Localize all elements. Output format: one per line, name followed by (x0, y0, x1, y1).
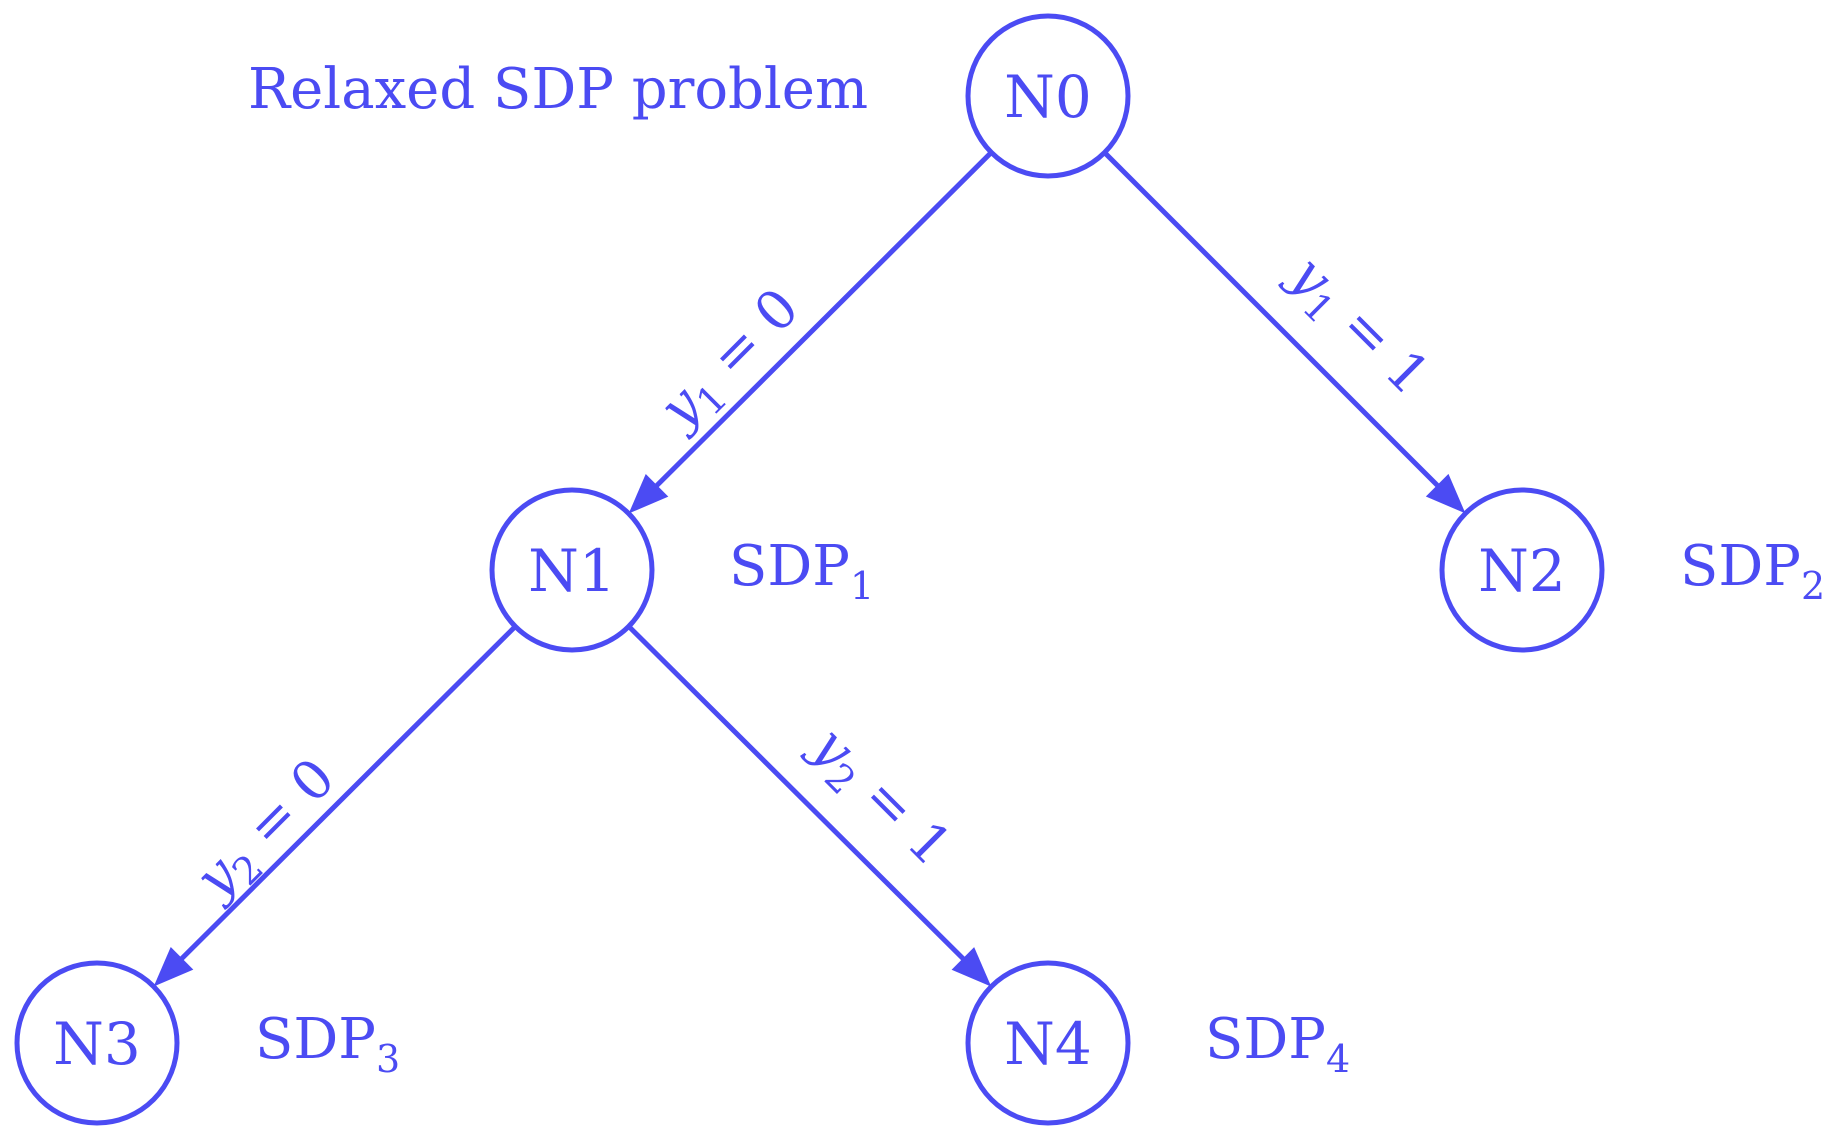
node-n3: N3 (14, 960, 180, 1126)
node-n4: N4 (965, 960, 1131, 1126)
node-n0-circle (965, 13, 1131, 179)
problem-label-n3: SDP3 (255, 1007, 400, 1081)
node-n2: N2 (1439, 487, 1605, 653)
problem-label-n2: SDP2 (1680, 534, 1825, 608)
edge-n0-n1 (652, 150, 994, 490)
node-n3-label: N3 (53, 1010, 141, 1078)
node-n4-circle (965, 960, 1131, 1126)
node-n1-label: N1 (528, 537, 616, 605)
edge-n0-n1-arrowhead (628, 473, 669, 514)
edge-n0-n2 (1102, 150, 1442, 490)
edge-label-n1-n4: y2 = 1 (793, 713, 964, 884)
root-label: Relaxed SDP problem (248, 57, 868, 122)
edge-n1-n3 (177, 624, 518, 963)
node-n0-label: N0 (1004, 63, 1092, 131)
problem-label-n4: SDP4 (1205, 1007, 1350, 1081)
edges (153, 150, 1466, 987)
edge-label-n0-n2: y1 = 1 (1271, 242, 1442, 413)
node-n1-circle (489, 487, 655, 653)
problem-label-n1: SDP1 (729, 534, 874, 608)
edge-n1-n4-arrowhead (951, 947, 992, 987)
edge-n0-n2-arrowhead (1425, 473, 1466, 514)
edge-label-n0-n1: y1 = 0 (646, 276, 817, 447)
edge-label-n1-n3: y2 = 0 (182, 746, 353, 917)
node-n1: N1 (489, 487, 655, 653)
node-n2-circle (1439, 487, 1605, 653)
node-n4-label: N4 (1004, 1010, 1092, 1078)
edge-n1-n3-arrowhead (153, 946, 194, 987)
edge-n1-n4 (626, 624, 968, 964)
node-n0: N0 (965, 13, 1131, 179)
node-n3-circle (14, 960, 180, 1126)
node-n2-label: N2 (1478, 537, 1566, 605)
